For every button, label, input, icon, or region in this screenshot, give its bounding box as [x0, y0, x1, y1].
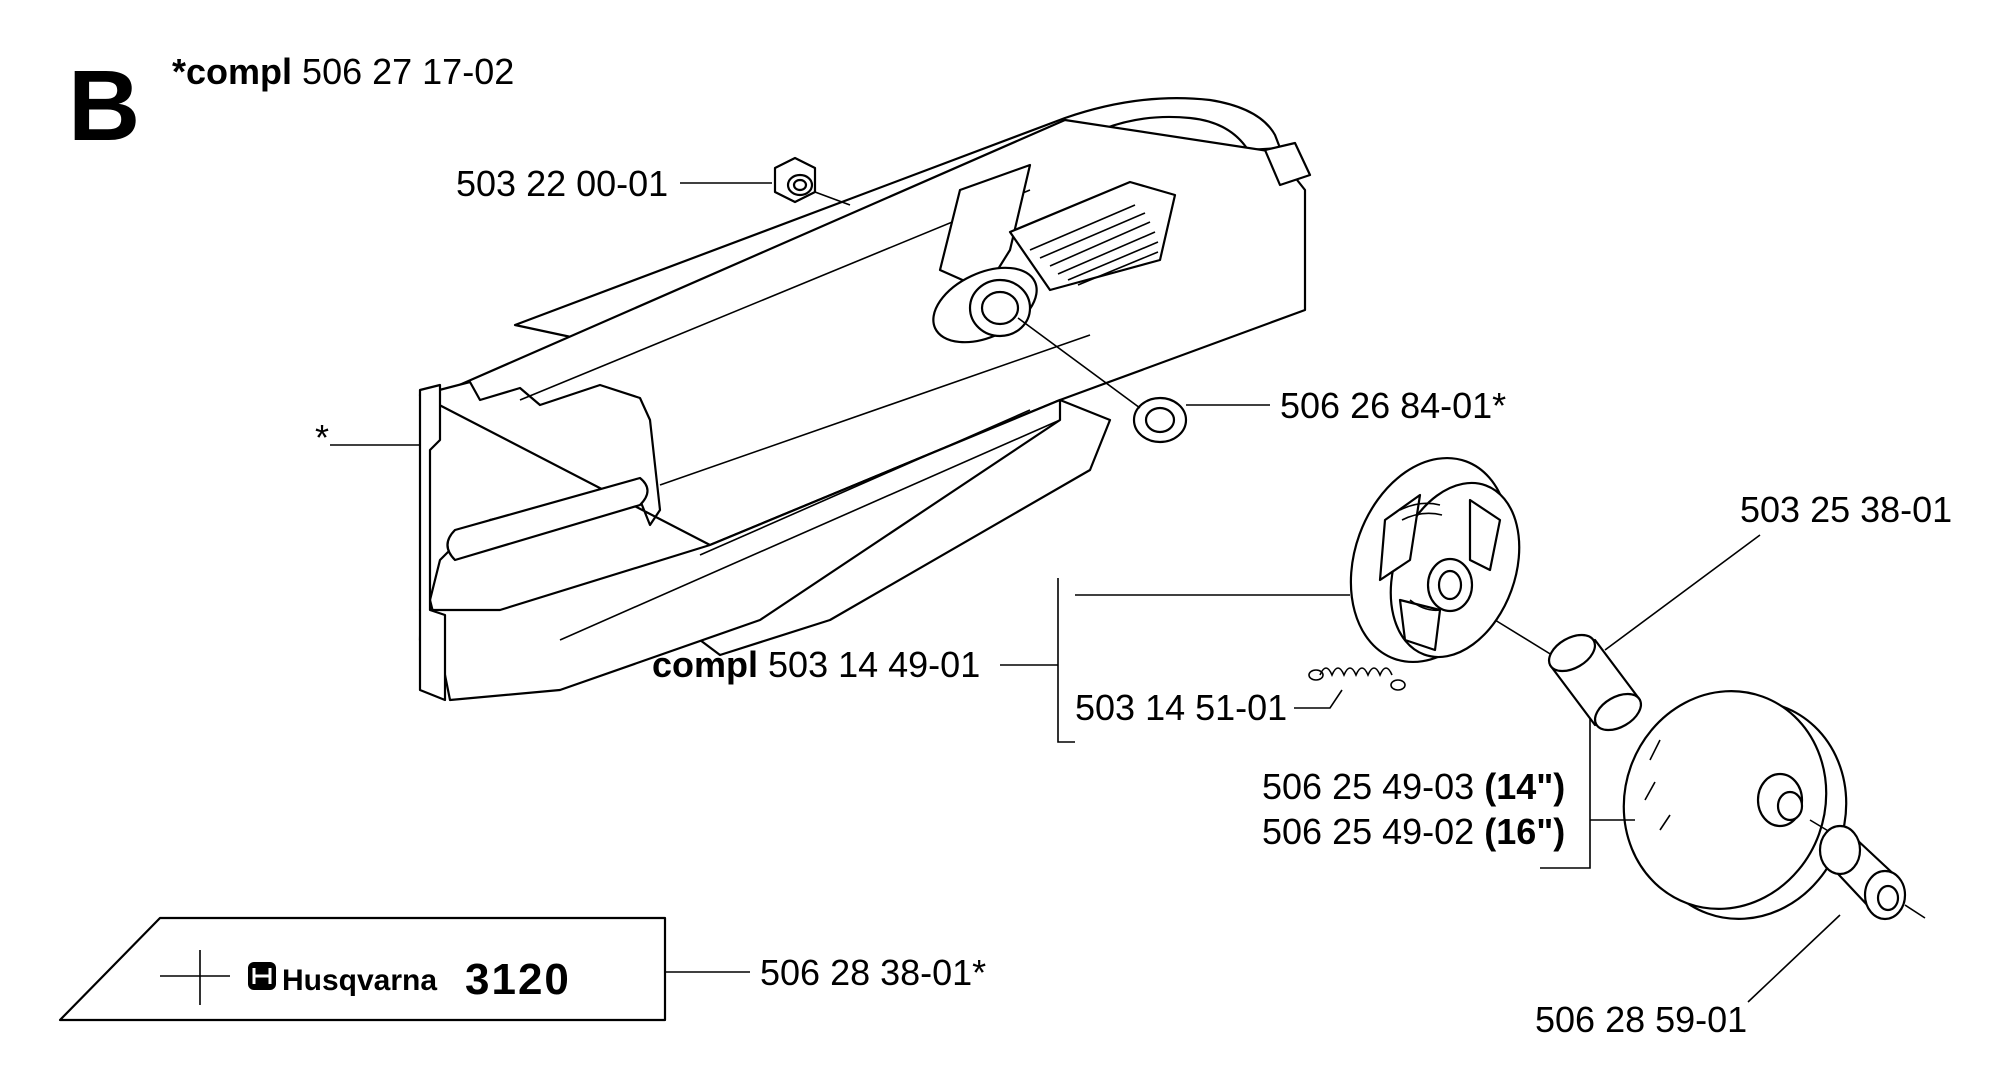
label-drum-14: 506 25 49-03 (14")	[1262, 766, 1565, 807]
assembly-number: 506 27 17-02	[302, 51, 514, 92]
drum-16-number: 506 25 49-02	[1262, 811, 1474, 852]
husqvarna-crown-logo-icon	[248, 962, 276, 990]
decal-sticker: Husqvarna 3120	[58, 916, 667, 1022]
label-drum-16: 506 25 49-02 (16")	[1262, 811, 1565, 852]
clutch-number: 503 14 49-01	[768, 644, 980, 685]
decal-model: 3120	[465, 955, 571, 1004]
clutch-cover	[418, 97, 1312, 702]
label-spring: 503 14 51-01	[1075, 687, 1287, 728]
label-bushing: 506 26 84-01*	[1280, 385, 1506, 426]
label-washer: 506 28 59-01	[1535, 999, 1747, 1040]
bushing-part	[1132, 396, 1188, 444]
section-letter: B	[68, 50, 140, 162]
drum-16-size: (16")	[1484, 811, 1565, 852]
vent-slots	[1029, 204, 1159, 286]
needle-bearing-part	[1547, 633, 1643, 732]
drum-14-number: 506 25 49-03	[1262, 766, 1474, 807]
clutch-part	[1349, 456, 1521, 664]
clutch-drum-part	[1622, 690, 1848, 920]
label-needle-bearing: 503 25 38-01	[1740, 489, 1952, 530]
label-nut: 503 22 00-01	[456, 163, 668, 204]
drum-14-size: (14")	[1484, 766, 1565, 807]
nut-part	[773, 156, 817, 204]
label-asterisk: *	[315, 417, 329, 458]
clutch-prefix: compl	[652, 644, 758, 685]
assembly-prefix: *compl	[172, 51, 292, 92]
label-clutch: compl 503 14 49-01	[652, 644, 980, 685]
spring-part	[1308, 667, 1406, 691]
assembly-label: *compl 506 27 17-02	[172, 51, 514, 92]
label-sticker: 506 28 38-01*	[760, 952, 986, 993]
washer-part	[1818, 824, 1907, 921]
decal-brand: Husqvarna	[282, 964, 437, 997]
